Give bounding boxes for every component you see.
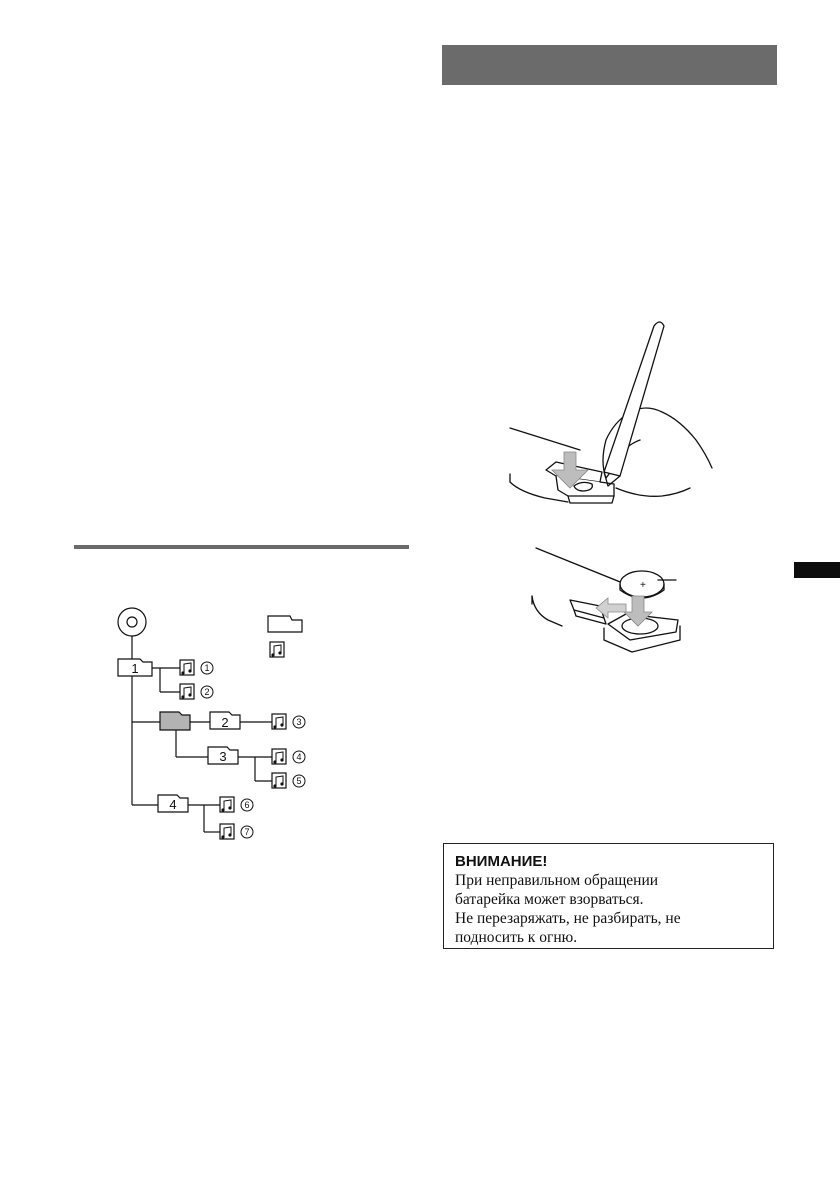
music-file-icon (271, 748, 287, 765)
track-number: 3 (296, 717, 301, 727)
track-4: 4 (271, 748, 306, 765)
folder-3-label: 3 (219, 749, 226, 764)
track-number: 5 (296, 776, 301, 786)
folder-1-label: 1 (131, 661, 138, 676)
folder-4 (157, 794, 189, 813)
track-number: 6 (244, 800, 249, 810)
track-3: 3 (271, 713, 306, 730)
track-number: 4 (296, 752, 301, 762)
track-number-circle (240, 825, 254, 839)
folder-2-label: 2 (221, 715, 228, 730)
music-file-icon (219, 796, 235, 813)
language-side-tab (794, 562, 840, 578)
track-5: 5 (271, 772, 306, 789)
track-2: 2 (179, 683, 214, 700)
folder-4-label: 4 (169, 797, 176, 812)
warning-line: подносить к огню. (455, 929, 578, 946)
track-number-circle (240, 798, 254, 812)
track-7: 7 (219, 823, 254, 840)
folder-icon (267, 615, 303, 633)
folder-3 (207, 746, 239, 765)
section-header-bar (442, 45, 777, 85)
folder-1 (117, 658, 153, 677)
track-number-circle (292, 774, 306, 788)
track-number-circle (292, 715, 306, 729)
music-file-icon (269, 641, 285, 658)
music-file-icon (179, 659, 195, 676)
warning-line: При неправильном обращении (455, 872, 659, 889)
folder-highlighted (159, 711, 191, 731)
battery-warning-box: ВНИМАНИЕ! При неправильном обращении бат… (443, 843, 774, 949)
track-number: 7 (244, 827, 249, 837)
music-file-icon (271, 713, 287, 730)
track-6: 6 (219, 796, 254, 813)
track-number: 2 (204, 687, 209, 697)
track-number-circle (200, 685, 214, 699)
track-number-circle (292, 750, 306, 764)
music-file-icon (271, 772, 287, 789)
warning-line: Не перезаряжать, не разбирать, не (455, 910, 681, 927)
track-1: 1 (179, 659, 214, 676)
warning-title: ВНИМАНИЕ! (455, 853, 548, 870)
folder-2 (209, 711, 241, 730)
music-file-icon (219, 823, 235, 840)
track-number: 1 (204, 663, 209, 673)
track-number-circle (200, 661, 214, 675)
disc-icon (117, 607, 147, 637)
warning-line: батарейка может взорваться. (455, 891, 644, 908)
svg-text:+: + (640, 580, 646, 591)
music-file-icon (179, 683, 195, 700)
section-divider-rule (74, 545, 409, 549)
